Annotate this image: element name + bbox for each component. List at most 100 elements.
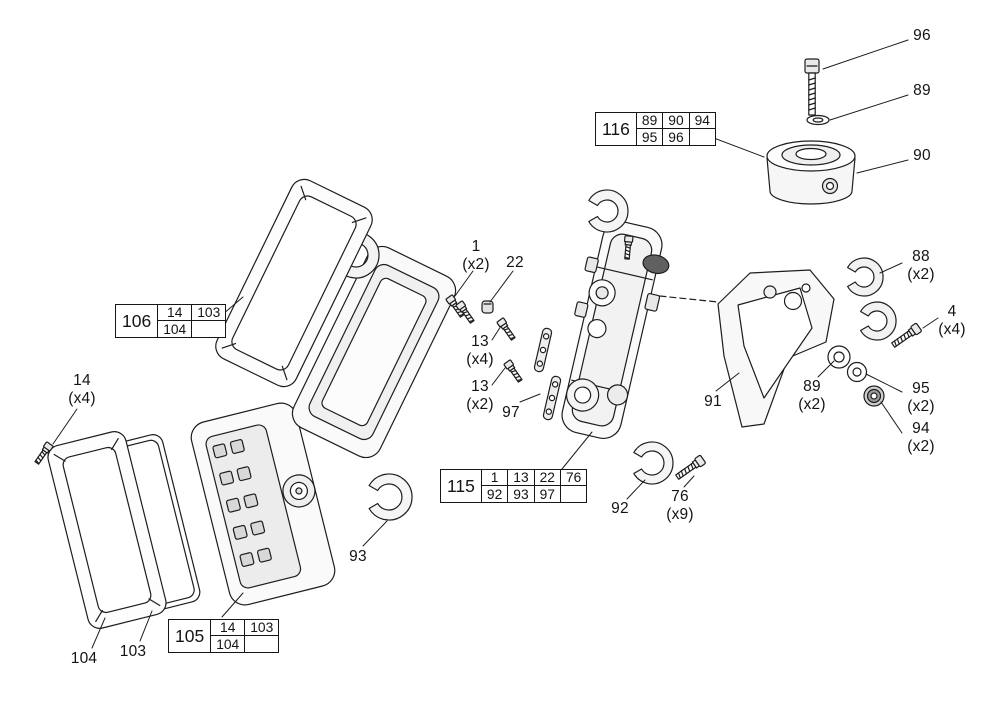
part-qty: (x2): [462, 255, 490, 273]
part-qty: (x4): [68, 389, 96, 407]
part-96-screw-drawing: [804, 58, 820, 116]
part-89-washer-top-drawing: [806, 114, 830, 126]
ref-part: 76: [560, 470, 587, 486]
ref-part: 13: [508, 470, 535, 486]
ref-part-empty: [245, 636, 278, 652]
assembly-number: 106: [116, 305, 159, 337]
callout-22: 22: [506, 254, 524, 272]
callout-89-mid: 89(x2): [798, 378, 826, 413]
part-90-base-drawing: [766, 140, 856, 205]
callout-103: 103: [120, 643, 146, 661]
ref-part: 14: [158, 305, 193, 321]
assembly-number: 116: [596, 113, 637, 145]
callout-95: 95(x2): [907, 380, 935, 415]
part-number: 91: [704, 393, 722, 410]
part-qty: (x9): [666, 505, 694, 523]
part-number: 90: [913, 147, 931, 164]
assembly-number: 105: [169, 620, 212, 652]
ref-part: 14: [211, 620, 246, 636]
ref-part: 104: [158, 321, 193, 337]
ref-part-empty: [690, 129, 715, 145]
part-number: 14: [73, 372, 91, 389]
part-94-nut-drawing: [863, 385, 885, 407]
part-number: 92: [611, 500, 629, 517]
part-number: 94: [912, 420, 930, 437]
part-number: 96: [913, 27, 931, 44]
ref-part: 89: [636, 113, 664, 129]
ref-part: 97: [535, 486, 561, 502]
ref-part: 1: [481, 470, 509, 486]
part-number: 4: [947, 303, 957, 320]
part-number: 93: [349, 548, 367, 565]
part-number: 1: [471, 238, 481, 255]
part-number: 13: [471, 333, 489, 350]
callout-91: 91: [704, 393, 722, 411]
part-76-screw-drawing: [673, 454, 707, 482]
part-88-clamp-half-upper-drawing: [847, 257, 884, 297]
assembly-axis-dashed-line: [649, 294, 719, 303]
ref-part: 90: [663, 113, 690, 129]
part-115-pivot-bracket-drawing: [561, 189, 670, 439]
part-number: 89: [803, 378, 821, 395]
part-91-yoke-drawing: [717, 269, 835, 428]
refbox-115: 115 1 13 22 76 92 93 97: [440, 469, 588, 503]
part-13-screw-a-drawing: [496, 317, 518, 342]
callout-104: 104: [71, 650, 97, 668]
part-qty: (x2): [466, 395, 494, 413]
callout-76: 76(x9): [666, 488, 694, 523]
callout-93: 93: [349, 548, 367, 566]
ref-part: 22: [534, 470, 561, 486]
callout-97: 97: [502, 404, 520, 422]
part-106-bezel-drawing: [215, 178, 373, 388]
part-number: 97: [502, 404, 520, 421]
callout-89-top: 89: [913, 82, 931, 100]
part-qty: (x2): [798, 395, 826, 413]
part-upper-housing-drawing: [291, 231, 457, 459]
part-105-housing-drawing: [190, 402, 336, 606]
callout-88: 88(x2): [907, 248, 935, 283]
callout-4: 4(x4): [938, 303, 966, 338]
part-qty: (x2): [907, 265, 935, 283]
part-number: 104: [70, 650, 98, 667]
ref-part-empty: [192, 321, 225, 337]
ref-part-empty: [561, 486, 586, 502]
ref-part: 96: [663, 129, 690, 145]
callout-13-x4: 13(x4): [466, 333, 494, 368]
ref-part: 92: [482, 486, 509, 502]
part-97-contact-strips-drawing: [533, 327, 562, 421]
ref-part: 93: [508, 486, 535, 502]
part-number: 88: [912, 248, 930, 265]
part-number: 103: [119, 643, 147, 660]
part-89-washer-mid-drawing: [827, 345, 851, 369]
callout-1: 1(x2): [462, 238, 490, 273]
part-13-screw-b-drawing: [503, 359, 525, 384]
ref-part: 104: [211, 636, 246, 652]
part-88-clamp-half-lower-drawing: [860, 301, 897, 341]
callout-90: 90: [913, 147, 931, 165]
leader-lines: [52, 39, 939, 649]
part-qty: (x4): [938, 320, 966, 338]
part-number: 76: [671, 488, 689, 505]
part-92-clamp-ring-drawing: [633, 441, 674, 485]
callout-13-x2: 13(x2): [466, 378, 494, 413]
ref-part: 103: [245, 620, 279, 636]
part-104-bezel-drawing: [47, 431, 167, 629]
part-qty: (x2): [907, 397, 935, 415]
part-qty: (x4): [466, 350, 494, 368]
part-number: 22: [506, 254, 524, 271]
refbox-105: 105 14 103 104: [168, 619, 280, 653]
part-95-washer-drawing: [846, 361, 868, 383]
callout-14: 14(x4): [68, 372, 96, 407]
callout-94: 94(x2): [907, 420, 935, 455]
refbox-116: 116 89 90 94 95 96: [595, 112, 716, 146]
part-number: 95: [912, 380, 930, 397]
refbox-106: 106 14 103 104: [115, 304, 227, 338]
ref-part: 103: [192, 305, 226, 321]
callout-96: 96: [913, 27, 931, 45]
callout-92: 92: [611, 500, 629, 518]
part-number: 13: [471, 378, 489, 395]
part-qty: (x2): [907, 437, 935, 455]
ref-part: 94: [689, 113, 715, 129]
